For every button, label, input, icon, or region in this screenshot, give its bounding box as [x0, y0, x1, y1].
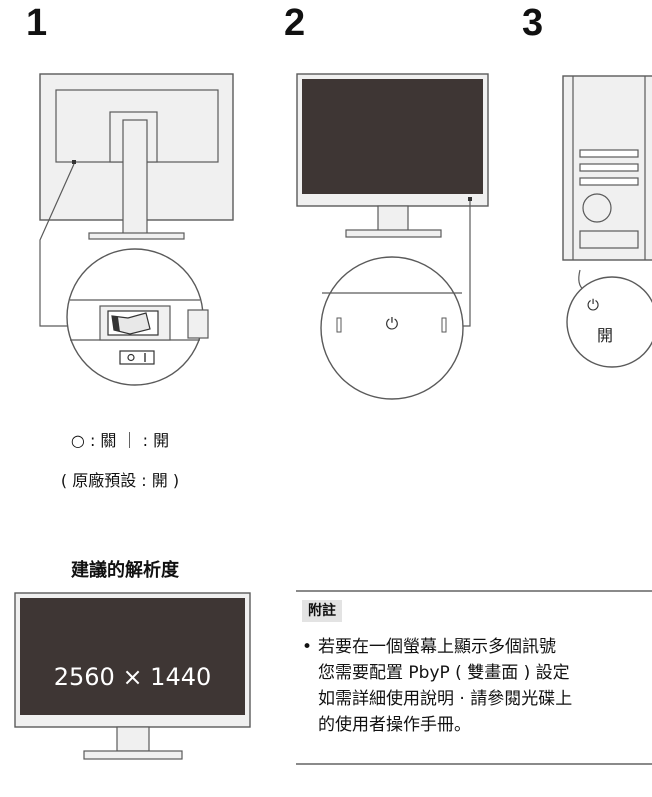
note-bullet: •: [302, 637, 313, 657]
note-line-2: 您需要配置 PbyP ( 雙畫面 ) 設定: [318, 663, 570, 683]
step2-power-icon: ⏻: [385, 314, 399, 333]
switch-caption-onoff: ○ : 關 ｜ : 開: [70, 431, 170, 450]
resolution-title: 建議的解析度: [71, 560, 179, 581]
step-number-3: 3: [522, 2, 544, 44]
note-label: 附註: [302, 600, 342, 622]
note-top-rule: [296, 590, 652, 592]
switch-caption-default: ( 原廠預設 : 開 ): [60, 471, 180, 490]
step-number-2: 2: [284, 2, 306, 44]
step3-callout-label: 開: [597, 326, 614, 345]
note-line-3: 如需詳細使用說明 ‧ 請參閱光碟上: [318, 689, 573, 709]
note-line-1: 若要在一個螢幕上顯示多個訊號: [318, 637, 556, 657]
note-box: 附註 • 若要在一個螢幕上顯示多個訊號 您需要配置 PbyP ( 雙畫面 ) 設…: [296, 590, 652, 765]
step3-power-icon: ⏻: [587, 296, 599, 314]
resolution-value: 2560 × 1440: [53, 663, 212, 691]
step-number-1: 1: [26, 2, 48, 44]
note-bottom-rule: [296, 763, 652, 765]
note-line-4: 的使用者操作手冊。: [318, 715, 471, 735]
